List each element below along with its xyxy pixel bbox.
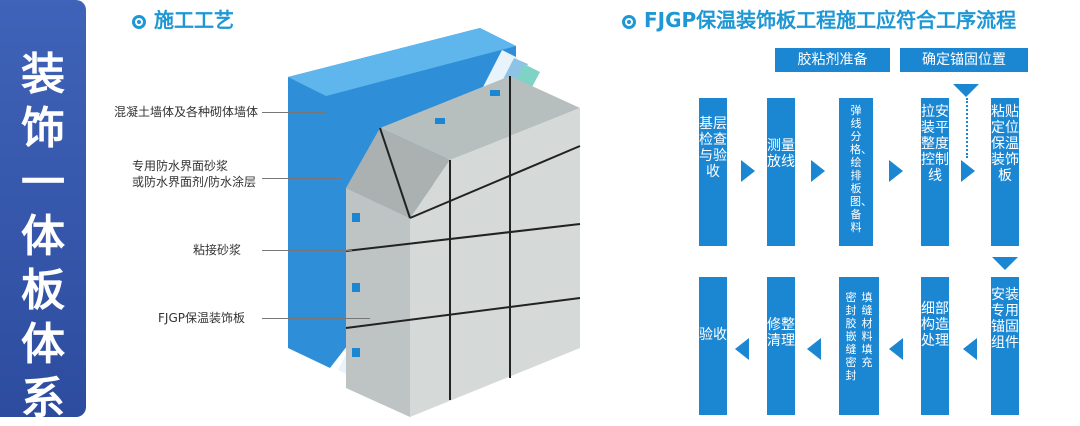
flow-step-acceptance: 验收 — [699, 277, 727, 415]
wall-diagram — [288, 28, 581, 417]
leader-line — [262, 250, 352, 251]
flow-step-text: 粘贴定位保温装饰板 — [991, 104, 1019, 184]
panel-side-face — [346, 128, 450, 218]
arrow-down-icon — [992, 257, 1018, 270]
arrow-left-icon — [963, 338, 977, 360]
flow-step-trim-clean: 修整清理 — [767, 277, 795, 415]
flow-step-flatness-line: 拉安装平整度控制线 — [921, 98, 949, 246]
circle-bullet-icon — [132, 15, 146, 29]
label-concrete-wall: 混凝土墙体及各种砌体墙体 — [114, 105, 259, 119]
right-section-title: FJGP保温装饰板工程施工应符合工序流程 — [622, 4, 1016, 33]
flow-box-anchor-position: 确定锚固位置 — [900, 48, 1028, 72]
anchor-clips — [352, 90, 500, 357]
arrow-right-icon — [741, 160, 755, 182]
leader-line — [262, 178, 342, 179]
panel-grid-lines — [345, 76, 581, 400]
flow-step-base-inspection: 基层检查与验收 — [699, 98, 727, 246]
arrow-right-icon — [889, 160, 903, 182]
flow-step-text: 安装专用锚固组件 — [991, 287, 1019, 351]
label-waterproof-line2: 或防水界面剂/防水涂层 — [132, 175, 257, 189]
arrow-right-icon — [961, 160, 975, 182]
flow-step-text: 验收 — [699, 327, 727, 343]
label-fjgp-panel: FJGP保温装饰板 — [158, 311, 245, 325]
circle-bullet-icon — [622, 15, 636, 29]
flow-step-text: 拉安装平整度控制线 — [921, 104, 949, 184]
panel-top-face — [380, 76, 580, 160]
leader-line — [262, 112, 326, 113]
arrow-right-icon — [811, 160, 825, 182]
flow-step-text: 测量放线 — [767, 138, 795, 170]
flow-step-layout: 弹线分格、绘排板图、备料 — [839, 98, 873, 246]
label-waterproof-line1: 专用防水界面砂浆 — [132, 159, 229, 173]
concrete-wall-top — [288, 28, 516, 96]
arrow-left-icon — [807, 338, 821, 360]
left-section-title: 施工工艺 — [132, 4, 234, 33]
left-section-title-text: 施工工艺 — [154, 8, 234, 32]
flow-step-detail-processing: 细部构造处理 — [921, 277, 949, 415]
flow-step-text: 基层检查与验收 — [699, 116, 727, 180]
flow-step-text: 弹线分格、绘排板图、备料 — [850, 104, 872, 234]
arrow-left-icon — [735, 338, 749, 360]
flow-step-paste-panel: 粘贴定位保温装饰板 — [991, 98, 1019, 246]
label-mortar: 粘接砂浆 — [193, 243, 242, 257]
panel-main-face — [410, 108, 580, 417]
panel-front-face — [346, 188, 410, 417]
side-banner: 装饰一体板体系 — [0, 0, 86, 424]
arrow-left-icon — [889, 338, 903, 360]
flow-step-text: 修整清理 — [767, 317, 795, 349]
flow-box-adhesive-prep: 胶粘剂准备 — [775, 48, 890, 72]
dotted-connector — [966, 98, 968, 158]
flow-step-joint-sealing: 密封胶嵌缝密封 填缝材料填充 — [839, 277, 879, 415]
flow-step-text-filler: 填缝材料填充 — [861, 291, 873, 369]
flow-step-text-sealant: 密封胶嵌缝密封 — [845, 291, 857, 382]
flow-step-install-anchor: 安装专用锚固组件 — [991, 277, 1019, 415]
side-banner-title: 装饰一体板体系 — [21, 49, 65, 424]
leader-line — [262, 318, 370, 319]
right-section-title-text: FJGP保温装饰板工程施工应符合工序流程 — [644, 8, 1017, 32]
flow-step-text: 细部构造处理 — [921, 301, 949, 349]
arrow-down-icon — [953, 84, 979, 97]
flow-step-survey: 测量放线 — [767, 98, 795, 246]
